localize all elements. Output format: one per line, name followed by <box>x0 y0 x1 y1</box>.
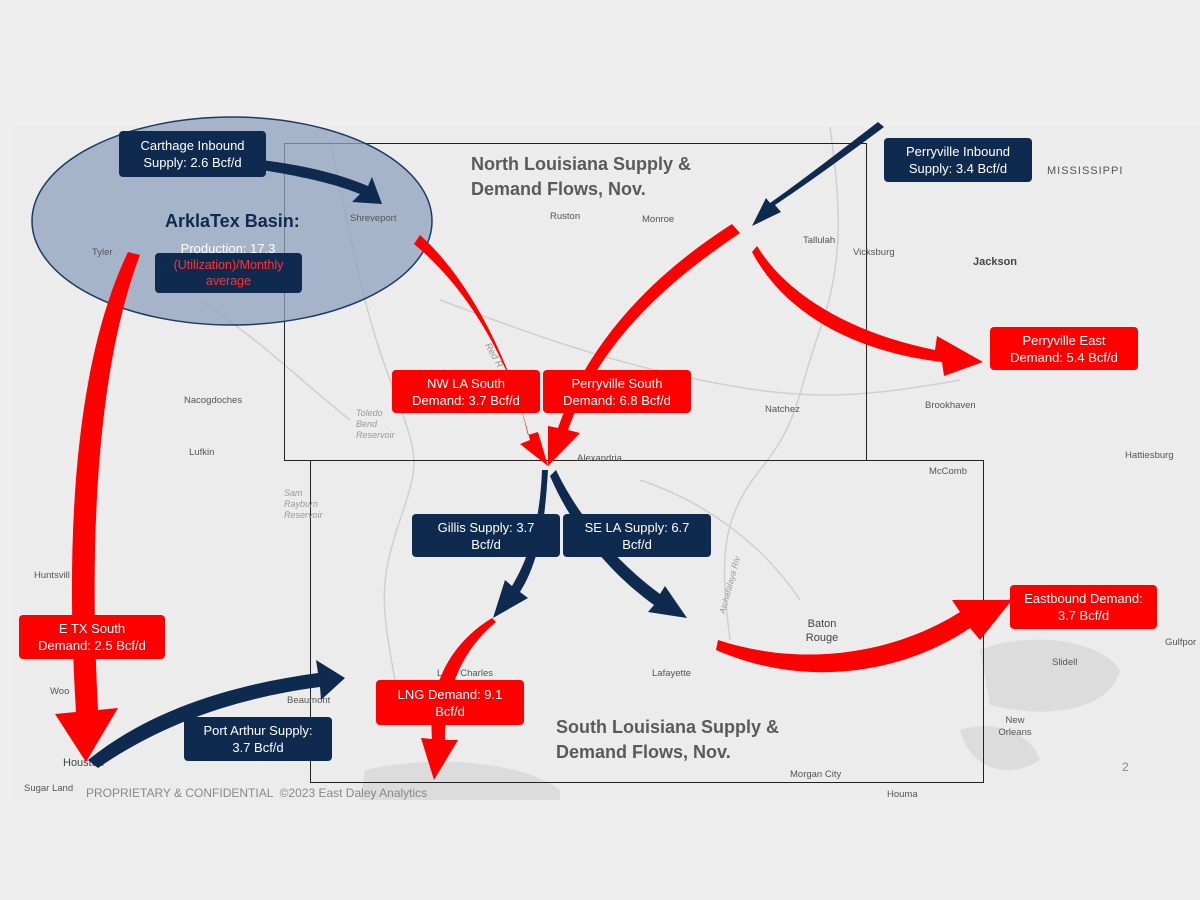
city-tyler: Tyler <box>92 247 113 258</box>
se-la-supply-arrow <box>550 470 687 618</box>
city-beaumont: Beaumont <box>287 695 331 706</box>
city-brookhaven: Brookhaven <box>925 400 976 411</box>
city-lake-charles: Lake Charles <box>437 668 493 679</box>
city-baton-rouge: Baton Rouge <box>805 618 839 644</box>
nw-la-south-arrow <box>414 235 548 466</box>
city-natchez: Natchez <box>765 404 800 415</box>
city-lufkin: Lufkin <box>189 447 215 458</box>
lng-demand-arrow <box>421 618 496 780</box>
perryville-east-label: Perryville East Demand: 5.4 Bcf/d <box>990 327 1138 370</box>
basin-utilization-label: (Utilization)/Monthly average <box>155 253 302 293</box>
gillis-supply-label: Gillis Supply: 3.7 Bcf/d <box>412 514 560 557</box>
city-gulfport: Gulfpor <box>1165 637 1197 648</box>
city-mississippi: MISSISSIPPI <box>1047 165 1124 177</box>
city-nacogdoches: Nacogdoches <box>184 395 243 406</box>
port-arthur-supply-arrow <box>88 660 345 768</box>
basin-title: ArklaTex Basin: <box>165 211 300 231</box>
lng-demand-label: LNG Demand: 9.1 Bcf/d <box>376 680 524 725</box>
port-arthur-supply-label: Port Arthur Supply: 3.7 Bcf/d <box>184 717 332 761</box>
city-slidell: Slidell <box>1052 657 1078 668</box>
city-new-orleans: New Orleans <box>998 715 1032 738</box>
city-lafayette: Lafayette <box>652 668 692 679</box>
perryville-inbound-label: Perryville Inbound Supply: 3.4 Bcf/d <box>884 138 1032 182</box>
eastbound-demand-label: Eastbound Demand: 3.7 Bcf/d <box>1010 585 1157 629</box>
nw-la-south-label: NW LA South Demand: 3.7 Bcf/d <box>392 370 540 413</box>
lake-sam-rayburn: Sam Rayburn Reservoir <box>284 488 323 520</box>
perryville-south-arrow <box>548 224 740 466</box>
city-tallulah: Tallulah <box>803 235 836 246</box>
e-tx-south-arrow <box>55 252 140 762</box>
city-alexandria: Alexandria <box>577 453 622 464</box>
map-terrain <box>199 127 1120 800</box>
eastbound-demand-arrow <box>716 600 1012 673</box>
city-houma: Houma <box>887 789 918 800</box>
city-morgan-city: Morgan City <box>790 769 842 780</box>
city-monroe: Monroe <box>642 214 675 225</box>
city-vicksburg: Vicksburg <box>853 247 895 258</box>
city-ruston: Ruston <box>550 211 581 222</box>
se-la-supply-label: SE LA Supply: 6.7 Bcf/d <box>563 514 711 557</box>
perryville-inbound-arrow <box>752 122 884 226</box>
city-jackson: Jackson <box>973 256 1018 268</box>
lake-toledo-bend: Toledo Bend Reservoir <box>356 408 395 440</box>
page-number: 2 <box>1122 760 1129 774</box>
e-tx-south-label: E TX South Demand: 2.5 Bcf/d <box>19 615 165 659</box>
south-region-title: South Louisiana Supply & Demand Flows, N… <box>556 717 780 762</box>
perryville-south-label: Perryville South Demand: 6.8 Bcf/d <box>543 370 691 413</box>
city-mccomb: McComb <box>929 466 968 477</box>
city-huntsville: Huntsvill <box>34 570 70 581</box>
north-region-title: North Louisiana Supply & Demand Flows, N… <box>471 154 692 199</box>
city-woodlands: Woo <box>50 686 70 697</box>
footer-text: PROPRIETARY & CONFIDENTIAL ©2023 East Da… <box>86 786 428 800</box>
city-sugar-land: Sugar Land <box>24 783 74 794</box>
perryville-east-arrow <box>752 246 983 376</box>
city-shreveport: Shreveport <box>350 213 397 224</box>
carthage-inbound-arrow <box>262 160 382 204</box>
city-hattiesburg: Hattiesburg <box>1125 450 1174 461</box>
carthage-inbound-label: Carthage Inbound Supply: 2.6 Bcf/d <box>119 131 266 177</box>
